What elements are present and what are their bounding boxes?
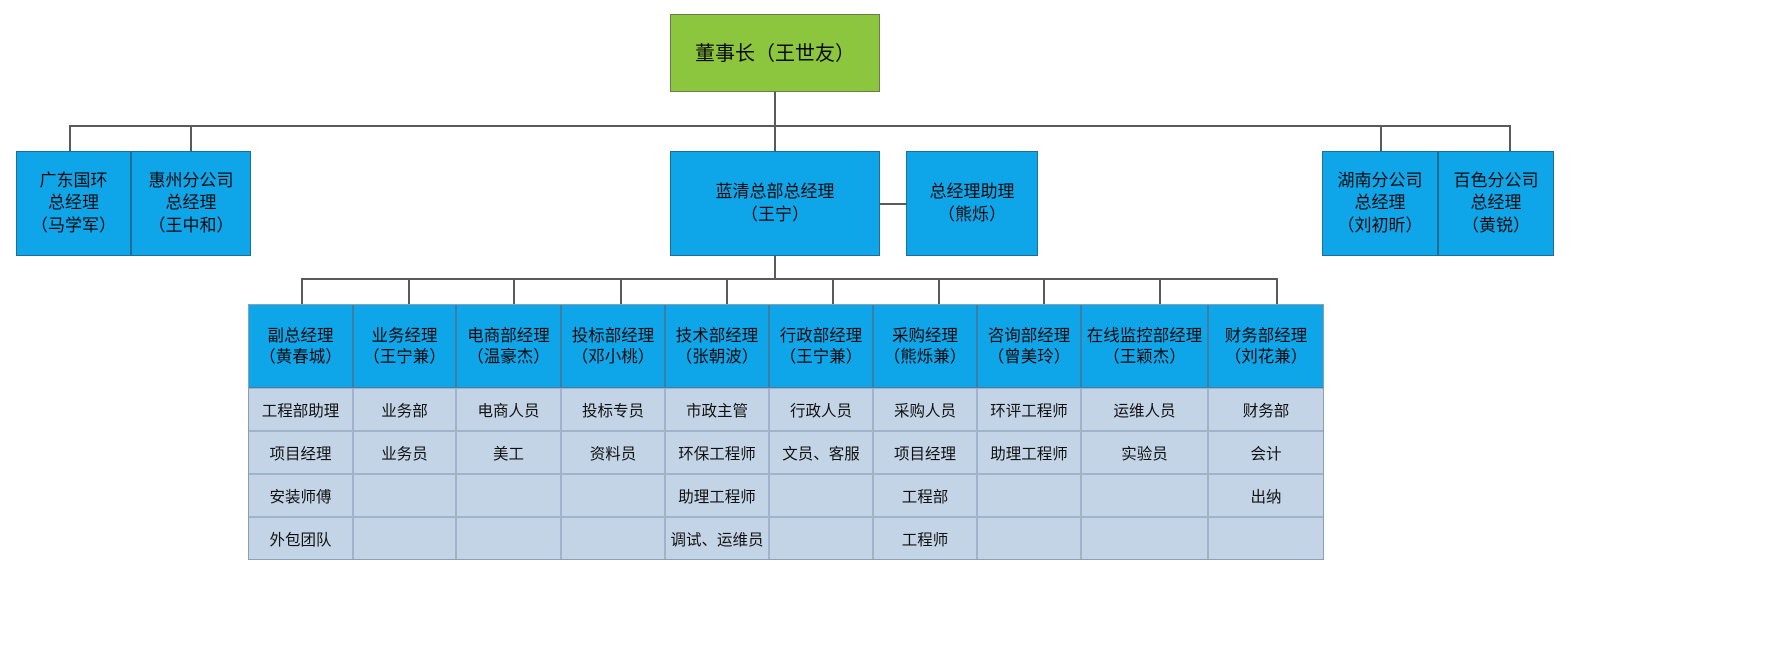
connector-to-dept-8: [1159, 278, 1161, 304]
connector-to-dept-3: [620, 278, 622, 304]
staff-cell-empty: [1208, 517, 1324, 560]
connector-gm-stem: [774, 256, 776, 278]
staff-cell: 业务员: [353, 431, 456, 474]
connector-to-dept-1: [408, 278, 410, 304]
staff-cell: 项目经理: [248, 431, 353, 474]
staff-cell-empty: [769, 474, 873, 517]
connector-department-bus: [301, 278, 1276, 280]
connector-to-dept-9: [1276, 278, 1278, 304]
staff-cell-empty: [353, 474, 456, 517]
staff-cell-empty: [353, 517, 456, 560]
connector-to-dept-4: [726, 278, 728, 304]
department-header-2[interactable]: 电商部经理 （温豪杰）: [456, 304, 561, 388]
staff-cell: 会计: [1208, 431, 1324, 474]
staff-cell: 环评工程师: [977, 388, 1081, 431]
hq-general-manager-box[interactable]: 蓝清总部总经理 （王宁）: [670, 151, 880, 256]
connector-ceo-stem: [774, 92, 776, 125]
staff-cell: 工程部: [873, 474, 977, 517]
staff-cell-empty: [1081, 517, 1208, 560]
department-header-4[interactable]: 技术部经理 （张朝波）: [665, 304, 769, 388]
connector-gm-to-assistant: [880, 203, 906, 205]
staff-cell: 业务部: [353, 388, 456, 431]
department-header-8[interactable]: 在线监控部经理 （王颖杰）: [1081, 304, 1208, 388]
staff-cell-empty: [769, 517, 873, 560]
connector-to-dept-2: [513, 278, 515, 304]
staff-cell-empty: [561, 474, 665, 517]
staff-cell: 财务部: [1208, 388, 1324, 431]
staff-cell: 文员、客服: [769, 431, 873, 474]
staff-cell: 项目经理: [873, 431, 977, 474]
staff-cell: 电商人员: [456, 388, 561, 431]
staff-cell: 运维人员: [1081, 388, 1208, 431]
staff-cell-empty: [456, 474, 561, 517]
gm-assistant-box[interactable]: 总经理助理 （熊烁）: [906, 151, 1038, 256]
staff-cell: 投标专员: [561, 388, 665, 431]
connector-to-dept-0: [301, 278, 303, 304]
department-header-5[interactable]: 行政部经理 （王宁兼）: [769, 304, 873, 388]
staff-cell: 实验员: [1081, 431, 1208, 474]
connector-to-huizhou: [190, 125, 192, 151]
connector-to-dept-6: [938, 278, 940, 304]
staff-cell: 调试、运维员: [665, 517, 769, 560]
department-header-1[interactable]: 业务经理 （王宁兼）: [353, 304, 456, 388]
staff-cell: 工程部助理: [248, 388, 353, 431]
connector-to-dept-5: [832, 278, 834, 304]
staff-cell: 安装师傅: [248, 474, 353, 517]
department-header-3[interactable]: 投标部经理 （邓小桃）: [561, 304, 665, 388]
connector-to-hq-gm: [774, 125, 776, 151]
department-header-7[interactable]: 咨询部经理 （曾美玲）: [977, 304, 1081, 388]
department-header-9[interactable]: 财务部经理 （刘花兼）: [1208, 304, 1324, 388]
staff-cell-empty: [977, 517, 1081, 560]
staff-cell-empty: [456, 517, 561, 560]
staff-cell-empty: [561, 517, 665, 560]
branch-box-guangdong[interactable]: 广东国环 总经理 （马学军）: [16, 151, 131, 256]
staff-cell: 市政主管: [665, 388, 769, 431]
department-header-0[interactable]: 副总经理 （黄春城）: [248, 304, 353, 388]
branch-box-huizhou[interactable]: 惠州分公司 总经理 （王中和）: [131, 151, 251, 256]
staff-cell: 环保工程师: [665, 431, 769, 474]
branch-box-baise[interactable]: 百色分公司 总经理 （黄锐）: [1438, 151, 1554, 256]
connector-to-hunan: [1380, 125, 1382, 151]
staff-cell: 采购人员: [873, 388, 977, 431]
connector-to-baise: [1509, 125, 1511, 151]
staff-cell: 行政人员: [769, 388, 873, 431]
staff-cell: 资料员: [561, 431, 665, 474]
connector-to-guangdong: [69, 125, 71, 151]
staff-cell: 出纳: [1208, 474, 1324, 517]
staff-cell: 助理工程师: [977, 431, 1081, 474]
staff-cell: 工程师: [873, 517, 977, 560]
department-header-6[interactable]: 采购经理 （熊烁兼）: [873, 304, 977, 388]
staff-cell: 助理工程师: [665, 474, 769, 517]
ceo-box[interactable]: 董事长（王世友）: [670, 14, 880, 92]
staff-cell-empty: [977, 474, 1081, 517]
branch-box-hunan[interactable]: 湖南分公司 总经理 （刘初昕）: [1322, 151, 1438, 256]
staff-cell-empty: [1081, 474, 1208, 517]
connector-to-dept-7: [1043, 278, 1045, 304]
staff-cell: 外包团队: [248, 517, 353, 560]
staff-cell: 美工: [456, 431, 561, 474]
connector-level2-bus: [69, 125, 1511, 127]
